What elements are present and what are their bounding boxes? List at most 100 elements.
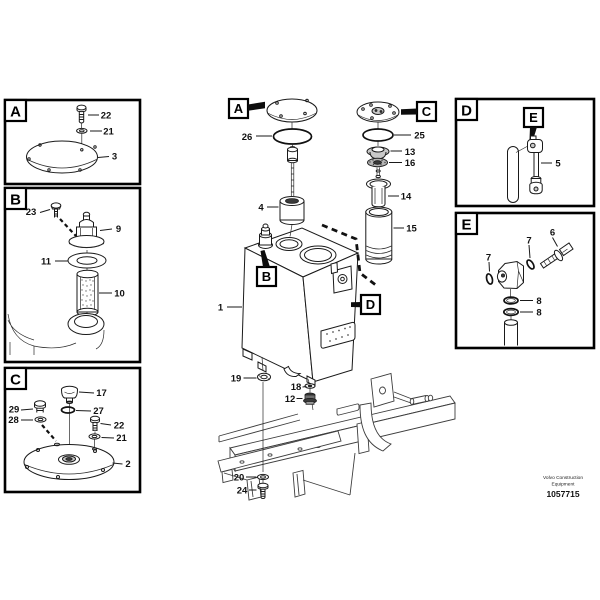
svg-text:B: B <box>262 269 271 284</box>
callout-b: B <box>255 250 278 288</box>
mounting-parts <box>257 356 317 500</box>
part-label-3: 3 <box>112 152 117 163</box>
part-7-oring-left <box>485 273 494 285</box>
callout-a: A <box>227 97 265 120</box>
part-27-oring <box>60 406 76 414</box>
part-15-filter-cartridge <box>365 206 393 265</box>
part-label-7-top: 7 <box>526 236 531 247</box>
part-label-17: 17 <box>96 388 107 399</box>
side-bracket <box>370 372 395 408</box>
panel-a-letter: A <box>10 104 21 121</box>
panel-b-border <box>3 186 142 364</box>
part-label-12: 12 <box>285 394 296 405</box>
part-2-cover-plate <box>23 442 115 480</box>
part-label-21: 21 <box>103 127 114 138</box>
part-label-25: 25 <box>414 131 425 142</box>
part-label-16: 16 <box>405 158 416 169</box>
panel-a-border <box>3 98 142 186</box>
top-cover-assembly-a <box>266 98 318 237</box>
part-label-15: 15 <box>406 224 417 235</box>
part-8-ring-lower <box>502 307 520 320</box>
part-21-washer <box>76 127 88 134</box>
panel-c-border <box>3 366 142 494</box>
tank-bracket <box>332 265 353 294</box>
part-12-rubber-mount <box>303 392 317 405</box>
part-label-10: 10 <box>114 289 125 300</box>
part-label-14: 14 <box>401 192 412 203</box>
panel-c-letter-box <box>3 366 28 391</box>
tank-drain-pocket <box>283 365 302 378</box>
part-18-washer <box>304 383 316 389</box>
install-path-filter <box>321 223 378 288</box>
part-label-9: 9 <box>116 224 121 235</box>
part-11-seal-ring <box>67 252 107 269</box>
panel-c-letter: C <box>10 372 21 389</box>
part-24-bolt <box>257 480 269 500</box>
panel-e-border <box>454 211 596 350</box>
panel-b-leader-lines <box>39 209 113 294</box>
part-21-washer-c <box>88 431 101 448</box>
part-25-oring <box>362 128 394 142</box>
panel-b-letter-box <box>3 186 28 211</box>
tank-foot <box>242 348 253 361</box>
pipe-stub <box>504 319 518 346</box>
part-28-washer <box>34 416 47 423</box>
part-label-22: 22 <box>101 111 112 122</box>
stud-rod <box>290 163 295 196</box>
part-9-filter-cover <box>68 211 105 249</box>
tank-corner-sketch <box>7 313 105 355</box>
brand-line2: Equipment <box>552 482 576 488</box>
part-19-washer <box>257 372 271 382</box>
detail-panel-e: E <box>454 211 596 350</box>
panel-d-letter-box <box>454 97 479 122</box>
part-1-hydraulic-tank <box>241 223 360 387</box>
part-label-2: 2 <box>125 459 130 470</box>
detail-panel-c: C <box>3 366 142 494</box>
part-label-18: 18 <box>291 382 302 393</box>
part-8-ring-upper <box>503 296 519 305</box>
part-5-level-gauge <box>527 135 543 195</box>
panel-e-letter: E <box>461 217 471 234</box>
panel-d-letter: D <box>461 103 472 120</box>
part-7-oring-top <box>526 259 535 270</box>
panel-a-letter-box <box>3 98 28 123</box>
part-29-plug <box>34 400 46 413</box>
install-arrow-23 <box>59 218 77 237</box>
detail-panel-d: D E 5 <box>454 97 596 208</box>
part-17-breather-cap <box>61 385 78 404</box>
part-label-1: 1 <box>218 303 224 314</box>
part-23-screw <box>50 202 62 218</box>
detail-panel-a: A 22 21 3 <box>3 98 142 186</box>
part-label-4: 4 <box>258 203 264 214</box>
svg-text:C: C <box>422 104 432 119</box>
part-label-8-upper: 8 <box>536 296 541 307</box>
part-label-28: 28 <box>8 415 19 426</box>
part-6-bolt <box>539 242 574 269</box>
brand-line1: Volvo Construction <box>543 475 583 481</box>
part-label-11: 11 <box>41 257 52 268</box>
figure-number: 1057715 <box>546 489 579 499</box>
callout-e-letter: E <box>529 110 538 125</box>
part-26-oring <box>272 128 313 145</box>
part-22-bolt <box>76 104 87 124</box>
panel-d-border <box>454 97 596 208</box>
svg-text:D: D <box>366 297 375 312</box>
part-4-bushing <box>279 196 305 237</box>
part-label-7-left: 7 <box>486 253 491 264</box>
main-assembly: A C B D 26 4 25 13 16 14 15 1 19 18 12 <box>217 97 456 501</box>
top-cover-assembly-c <box>356 101 400 265</box>
panel-b-letter: B <box>10 192 21 209</box>
part-label-29: 29 <box>9 405 20 416</box>
panel-a-leader-lines <box>88 114 110 158</box>
part-label-5: 5 <box>555 159 561 170</box>
part-13-cup <box>366 146 390 160</box>
part-10-filter-element <box>76 269 99 317</box>
part-label-23: 23 <box>26 207 37 218</box>
chassis-frame <box>217 372 456 501</box>
install-arrow-29 <box>41 424 57 442</box>
callout-c: C <box>401 100 438 123</box>
panel-e-leader-lines <box>488 237 558 313</box>
part-22-bolt-c <box>90 415 100 431</box>
